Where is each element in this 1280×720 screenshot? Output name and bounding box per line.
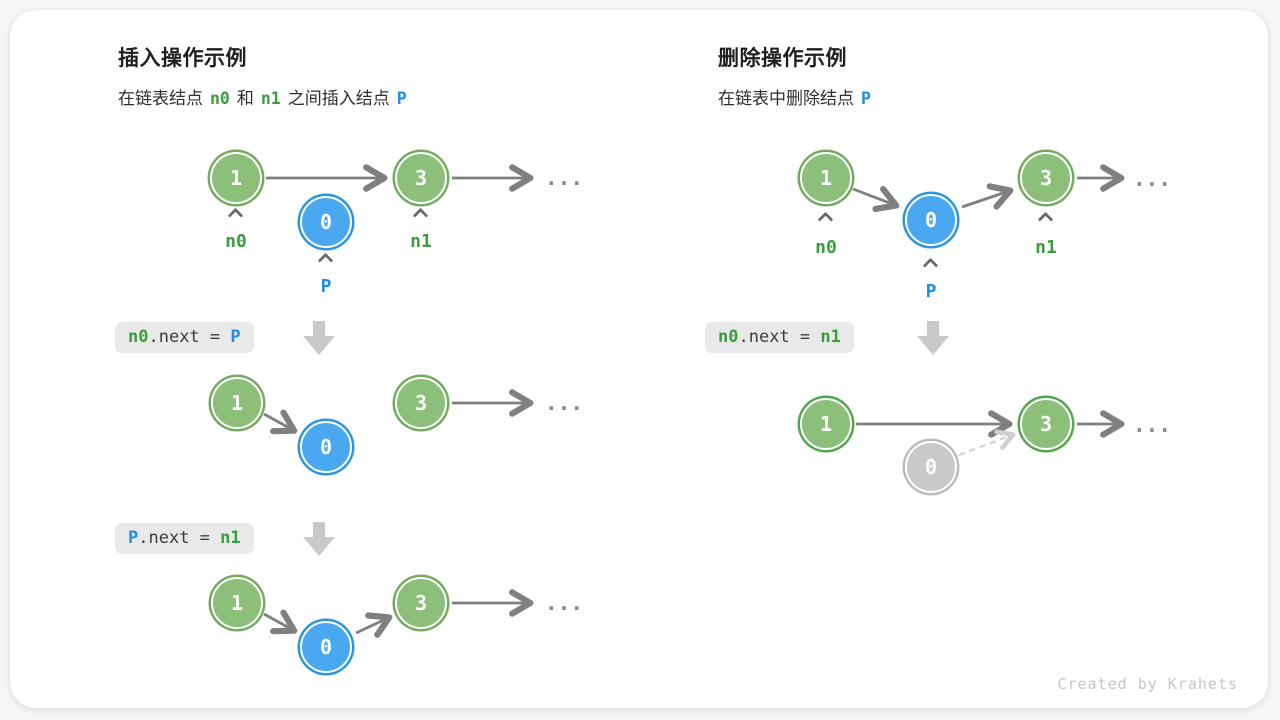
- node-circle-p: 0: [300, 196, 352, 248]
- delete-subtitle: 在链表中删除结点 P: [718, 84, 871, 109]
- code-token: n0: [718, 327, 739, 347]
- node-circle: 3: [395, 377, 447, 429]
- pointer-label-n1: n1: [410, 231, 432, 252]
- node-value: 0: [319, 635, 333, 659]
- arrow-insert2-1-to-p: [263, 409, 298, 435]
- node-circle-removed: 0: [905, 441, 957, 493]
- node-circle-n0: 1: [800, 152, 852, 204]
- subtitle-token-p: P: [861, 89, 871, 108]
- subtitle-text: 和: [236, 89, 254, 108]
- node-value: 3: [1039, 412, 1053, 436]
- pointer-label-n0: n0: [815, 237, 837, 258]
- node-value: 3: [414, 591, 428, 615]
- node-circle: 0: [300, 421, 352, 473]
- node-value: 3: [414, 391, 428, 415]
- node-circle-n1: 3: [395, 152, 447, 204]
- subtitle-text: 在链表结点: [118, 89, 203, 108]
- node-circle: 3: [1020, 398, 1072, 450]
- subtitle-text: 在链表中删除结点: [718, 89, 854, 108]
- arrow-insert3-p-to-3: [355, 612, 393, 638]
- caret-up-icon: [227, 207, 244, 224]
- node-circle-p: 0: [905, 194, 957, 246]
- ellipsis: ...: [1133, 413, 1171, 437]
- pointer-label-p: P: [925, 281, 937, 302]
- code-token: n1: [820, 327, 841, 347]
- pointer-label-p: P: [320, 276, 332, 297]
- code-token: .next =: [148, 327, 231, 347]
- node-value: 1: [230, 391, 244, 415]
- credit-text: Created by Krahets: [1057, 675, 1238, 693]
- code-token: .next =: [738, 327, 821, 347]
- caret-up-icon: [817, 211, 834, 228]
- subtitle-token-n1: n1: [260, 89, 281, 108]
- insert-title: 插入操作示例: [118, 47, 247, 70]
- code-box-insert-step1: n0 .next = P: [115, 322, 254, 353]
- insert-subtitle: 在链表结点 n0 和 n1 之间插入结点 P: [118, 84, 407, 109]
- ellipsis: ...: [545, 591, 583, 615]
- arrow-down-icon: [303, 321, 335, 355]
- pointer-label-n0: n0: [225, 231, 247, 252]
- node-value: 3: [414, 166, 428, 190]
- arrow-down-icon: [917, 321, 949, 355]
- arrow-delete1-1-to-p: [852, 185, 900, 213]
- code-box-delete-step1: n0 .next = n1: [705, 322, 854, 353]
- node-circle: 1: [211, 577, 263, 629]
- delete-title: 删除操作示例: [718, 47, 847, 70]
- node-value: 1: [230, 591, 244, 615]
- node-value: 0: [924, 455, 938, 479]
- ellipsis: ...: [545, 391, 583, 415]
- node-value: 1: [819, 412, 833, 436]
- node-value: 0: [319, 435, 333, 459]
- code-token: P: [230, 327, 241, 347]
- node-value: 3: [1039, 166, 1053, 190]
- arrow-delete1-p-to-3: [961, 183, 1014, 210]
- ellipsis: ...: [1133, 167, 1171, 191]
- pointer-label-n1: n1: [1035, 237, 1057, 258]
- code-box-insert-step2: P .next = n1: [115, 523, 254, 554]
- node-circle: 3: [395, 577, 447, 629]
- node-value: 0: [924, 208, 938, 232]
- node-circle: 1: [211, 377, 263, 429]
- node-circle: 1: [800, 398, 852, 450]
- node-circle-n1: 3: [1020, 152, 1072, 204]
- dashed-arrow-removed-to-3: [958, 429, 1016, 457]
- caret-up-icon: [922, 257, 939, 274]
- subtitle-token-p: P: [396, 89, 407, 108]
- arrow-down-icon: [303, 522, 335, 556]
- node-circle: 0: [300, 621, 352, 673]
- subtitle-token-n0: n0: [210, 89, 230, 108]
- ellipsis: ...: [545, 166, 583, 190]
- code-token: P: [128, 528, 139, 548]
- code-token: .next =: [138, 528, 221, 548]
- subtitle-text: 之间插入结点: [287, 89, 390, 108]
- node-value: 1: [819, 166, 833, 190]
- code-token: n1: [220, 528, 241, 548]
- caret-up-icon: [412, 207, 429, 224]
- node-value: 1: [229, 166, 243, 190]
- code-token: n0: [128, 327, 149, 347]
- caret-up-icon: [317, 252, 334, 269]
- node-circle-n0: 1: [210, 152, 262, 204]
- node-value: 0: [319, 210, 333, 234]
- arrow-insert3-1-to-p: [263, 609, 298, 635]
- caret-up-icon: [1037, 211, 1054, 228]
